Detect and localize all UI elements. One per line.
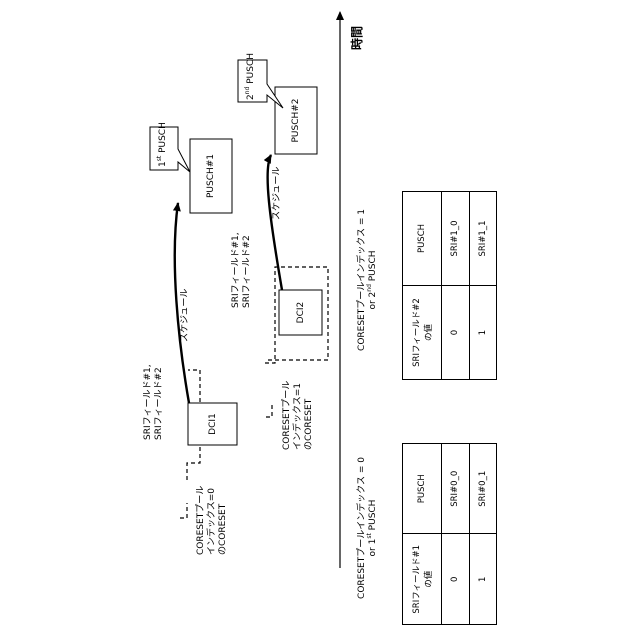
coreset0-caption: CORESETプール インデックス=0 のCORESET [196, 486, 229, 555]
pusch1-label: PUSCH#1 [190, 139, 232, 213]
table1-header-row: SRIフィールド#2 の値 PUSCH [403, 192, 442, 380]
table0-header-row: SRIフィールド#1 の値 PUSCH [403, 444, 442, 625]
pusch2-label: PUSCH#2 [275, 87, 317, 154]
table0: SRIフィールド#1 の値 PUSCH 0 SRI#0_0 1 SRI#0_1 [402, 443, 497, 625]
table0-header-sri: SRIフィールド#1 の値 [403, 534, 442, 625]
table1-title-sup: nd [366, 284, 373, 292]
table0-r1-pusch: SRI#0_1 [469, 444, 497, 535]
table0-r0-pusch: SRI#0_0 [442, 444, 470, 535]
table0-title-pre: or 1 [368, 539, 378, 557]
callout-2nd-suffix: PUSCH [246, 53, 256, 87]
table0-title-sup: st [366, 533, 373, 538]
table0-title: CORESETプールインデックス = 0 or 1st PUSCH [357, 438, 379, 618]
table1-title-line-2: or 2nd PUSCH [368, 190, 379, 370]
callout-1st-pusch [150, 127, 190, 172]
table-row: 1 SRI#1_1 [469, 192, 497, 380]
coreset1-sri-fields: SRIフィールド#1, SRIフィールド#2 [231, 232, 253, 308]
table1-r1-pusch: SRI#1_1 [469, 192, 497, 286]
coreset0-sri-fields: SRIフィールド#1, SRIフィールド#2 [143, 364, 165, 440]
table1-r0-value: 0 [442, 286, 470, 380]
coreset0-sri-line-2: SRIフィールド#2 [154, 364, 165, 440]
table0-title-line-1: CORESETプールインデックス = 0 [357, 438, 368, 618]
callout-1st-suffix: PUSCH [158, 122, 168, 156]
table-row: 0 SRI#0_0 [442, 444, 470, 625]
coreset1-caption: CORESETプール インデックス=1 のCORESET [282, 381, 315, 450]
coreset0-caption-line-3: のCORESET [218, 486, 229, 555]
dci2-label: DCI2 [279, 290, 322, 335]
coreset1-caption-line-2: インデックス=1 [293, 381, 304, 450]
table0-r1-value: 1 [469, 534, 497, 625]
time-axis-label: 時間 [352, 26, 363, 50]
table1-title-line-1: CORESETプールインデックス = 1 [357, 190, 368, 370]
table1-header-sri-line-2: の値 [422, 286, 434, 379]
table0-header-pusch: PUSCH [403, 444, 442, 535]
callout-2nd-prefix: 2 [246, 94, 256, 100]
coreset1-caption-line-3: のCORESET [304, 381, 315, 450]
table1-title-post: PUSCH [368, 250, 378, 284]
coreset1-sri-line-2: SRIフィールド#2 [242, 232, 253, 308]
coreset0-caption-line-1: CORESETプール [196, 486, 207, 555]
table-row: 0 SRI#1_0 [442, 192, 470, 380]
table0-header-sri-line-2: の値 [422, 535, 434, 625]
callout-2nd-sup: nd [244, 87, 251, 95]
callout-2nd-pusch-label: 2nd PUSCH [246, 53, 257, 100]
table1-header-pusch: PUSCH [403, 192, 442, 286]
table0-r0-value: 0 [442, 534, 470, 625]
dci1-label: DCI1 [188, 403, 237, 445]
table0-title-line-2: or 1st PUSCH [368, 438, 379, 618]
table1-r1-value: 1 [469, 286, 497, 380]
table1-title: CORESETプールインデックス = 1 or 2nd PUSCH [357, 190, 379, 370]
table1-title-pre: or 2 [368, 292, 378, 310]
coreset1-sri-line-1: SRIフィールド#1, [231, 232, 242, 308]
schedule-label-2: スケジュール [272, 167, 283, 220]
coreset1-caption-line-1: CORESETプール [282, 381, 293, 450]
callout-1st-prefix: 1 [158, 161, 168, 167]
table1-r0-pusch: SRI#1_0 [442, 192, 470, 286]
table0-title-post: PUSCH [368, 500, 378, 534]
table-row: 1 SRI#0_1 [469, 444, 497, 625]
table0-header-sri-line-1: SRIフィールド#1 [410, 535, 422, 625]
table1: SRIフィールド#2 の値 PUSCH 0 SRI#1_0 1 SRI#1_1 [402, 191, 497, 380]
table1-header-sri: SRIフィールド#2 の値 [403, 286, 442, 380]
coreset0-caption-line-2: インデックス=0 [207, 486, 218, 555]
schedule-label-1: スケジュール [180, 289, 191, 342]
callout-1st-pusch-label: 1st PUSCH [158, 122, 169, 167]
table1-header-sri-line-1: SRIフィールド#2 [410, 286, 422, 379]
callout-1st-sup: st [156, 156, 163, 161]
coreset0-sri-line-1: SRIフィールド#1, [143, 364, 154, 440]
